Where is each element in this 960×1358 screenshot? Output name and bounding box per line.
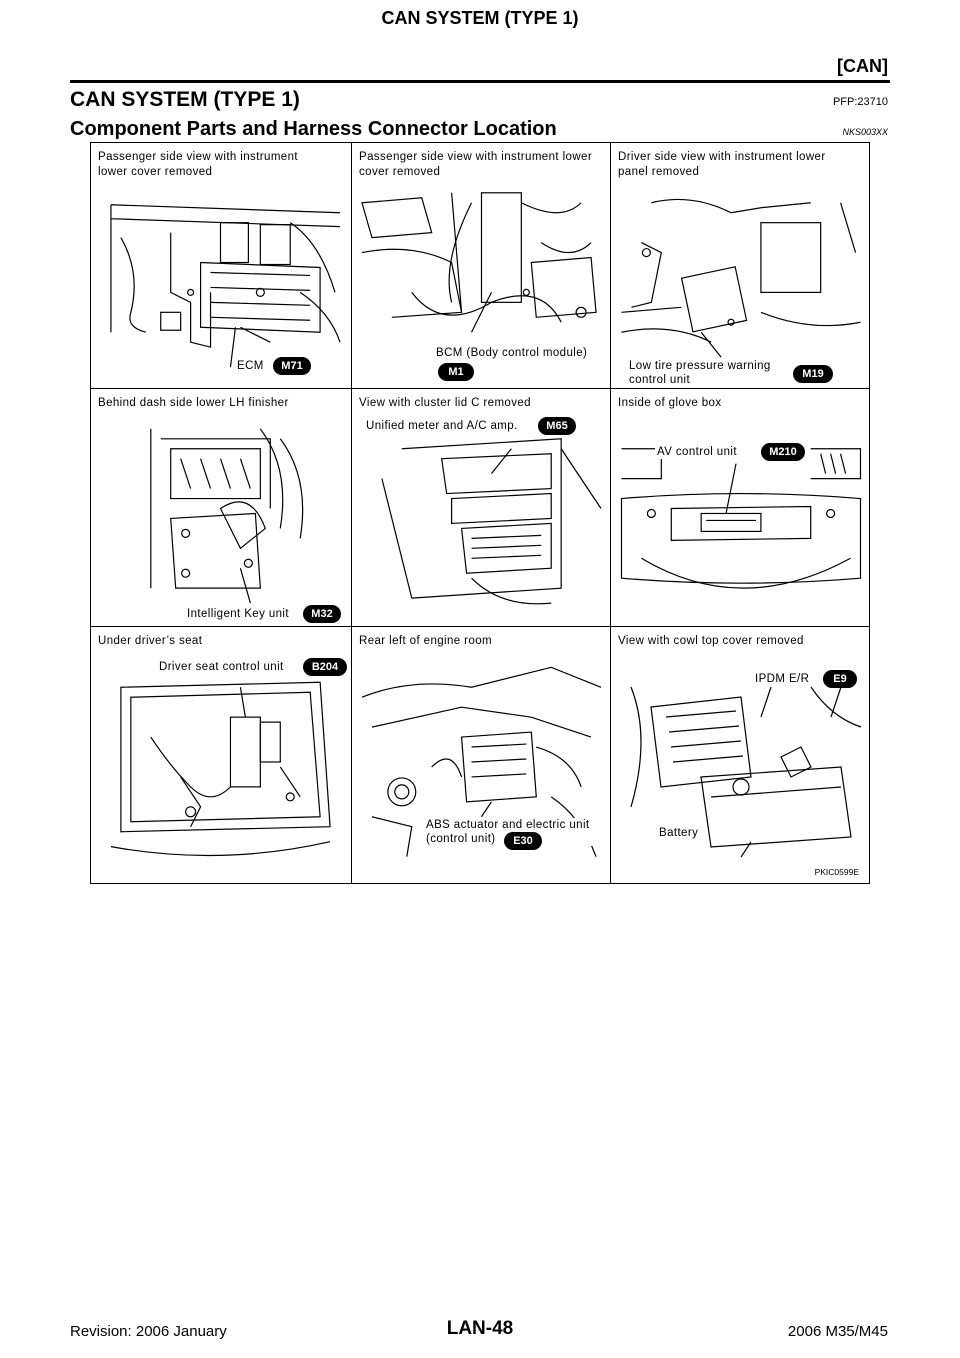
header-title: CAN SYSTEM (TYPE 1)	[381, 8, 579, 28]
panel-caption: Under driver’s seat	[98, 635, 203, 647]
dashboard-illustration	[110, 204, 341, 368]
component-label: ABS actuator and electric unit (control …	[424, 818, 592, 846]
battery-label: Battery	[657, 826, 701, 840]
component-location-figure: Passenger side view with instrument lowe…	[90, 142, 870, 884]
figure-panel-driver-seat: Under driver’s seat Driver seat control …	[91, 627, 352, 883]
component-label: Low tire pressure warning control unit	[627, 359, 773, 387]
connector-badge: E30	[504, 832, 542, 850]
connector-badge: M65	[538, 417, 576, 435]
component-label: Unified meter and A/C amp.	[364, 419, 520, 433]
figure-panel-abs-actuator: Rear left of engine room ABS actuator an…	[352, 627, 611, 883]
ipdm-battery-illustration	[630, 686, 862, 858]
figure-code: PKIC0599E	[814, 867, 859, 877]
panel-caption: Behind dash side lower LH finisher	[98, 397, 289, 409]
figure-panel-ecm: Passenger side view with instrument lowe…	[91, 143, 352, 389]
header-section-label: [CAN]	[837, 56, 888, 76]
center-console-illustration	[381, 438, 602, 605]
connector-badge: M1	[438, 363, 474, 381]
panel-caption: Inside of glove box	[618, 397, 722, 409]
panel-caption: Rear left of engine room	[359, 635, 492, 647]
engine-room-illustration	[361, 666, 602, 857]
panel-caption: View with cluster lid C removed	[359, 397, 531, 409]
component-label: IPDM E/R	[753, 672, 812, 686]
figure-panel-unified-meter: View with cluster lid C removed Unified …	[352, 389, 611, 627]
header-rule	[70, 80, 890, 83]
component-label: Intelligent Key unit	[185, 607, 291, 621]
connector-badge: M32	[303, 605, 341, 623]
section-code: NKS003XX	[842, 127, 888, 137]
connector-badge: M71	[273, 357, 311, 375]
connector-badge: M19	[793, 365, 833, 383]
glove-box-illustration	[620, 448, 862, 589]
component-label: ECM	[235, 359, 266, 373]
figure-panel-ipdm: View with cowl top cover removed IPDM E/…	[611, 627, 869, 883]
bcm-illustration	[361, 192, 597, 333]
seat-frame-illustration	[110, 681, 331, 857]
panel-caption: Passenger side view with instrument lowe…	[359, 151, 593, 178]
section-subheading: Component Parts and Harness Connector Lo…	[70, 118, 557, 140]
figure-panel-bcm: Passenger side view with instrument lowe…	[352, 143, 611, 389]
footer-revision: Revision: 2006 January	[70, 1323, 227, 1340]
connector-badge: M210	[761, 443, 805, 461]
page-heading: CAN SYSTEM (TYPE 1)	[70, 88, 300, 111]
part-number-code: PFP:23710	[832, 96, 888, 108]
panel-caption: Driver side view with instrument lower p…	[618, 151, 826, 178]
figure-panel-intelligent-key: Behind dash side lower LH finisher Intel…	[91, 389, 352, 627]
component-label: AV control unit	[655, 445, 739, 459]
panel-caption: View with cowl top cover removed	[618, 635, 804, 647]
figure-panel-tire-pressure: Driver side view with instrument lower p…	[611, 143, 869, 389]
connector-badge: B204	[303, 658, 347, 676]
figure-panel-av-control: Inside of glove box AV control unit M210	[611, 389, 869, 627]
footer-page-number: LAN-48	[446, 1318, 514, 1339]
component-label: Driver seat control unit	[157, 660, 286, 674]
panel-caption: Passenger side view with instrument lowe…	[98, 151, 298, 178]
footer-model: 2006 M35/M45	[787, 1323, 888, 1340]
component-label: BCM (Body control module)	[434, 346, 590, 360]
tpms-illustration	[621, 198, 861, 358]
intelligent-key-illustration	[150, 428, 304, 604]
connector-badge: E9	[823, 670, 857, 688]
